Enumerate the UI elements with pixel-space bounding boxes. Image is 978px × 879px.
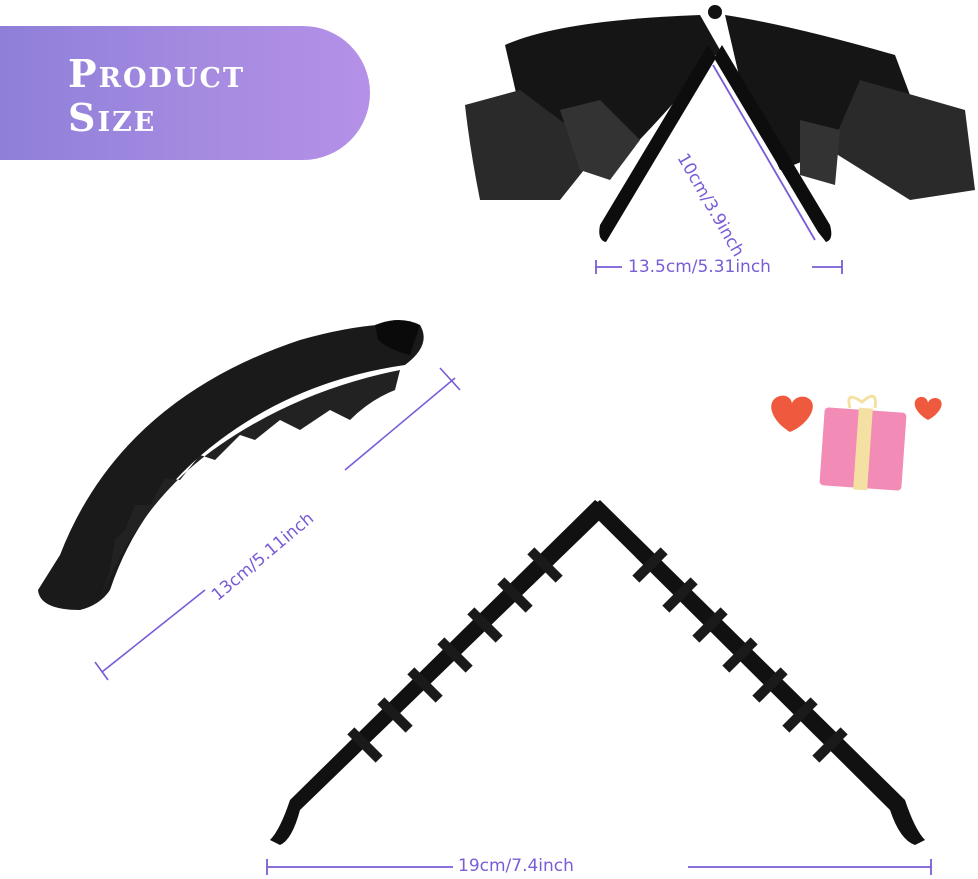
open-clip-width-label: 19cm/7.4inch (458, 856, 574, 876)
banana-clip-open-image (270, 500, 925, 845)
banner-title-line1: Product (68, 51, 246, 96)
product-size-banner: Product Size (0, 26, 370, 160)
bow-hair-clip-image (465, 5, 975, 242)
bow-dimension-lines (595, 64, 843, 274)
gift-with-hearts-icon (771, 394, 942, 491)
banner-title-line2: Size (68, 95, 157, 140)
banner-title: Product Size (68, 52, 245, 140)
open-clip-dimension-line (266, 859, 932, 875)
bow-width-label: 13.5cm/5.31inch (628, 257, 771, 277)
banana-clip-closed-image (38, 320, 424, 610)
closed-clip-dimension-line (94, 367, 461, 681)
